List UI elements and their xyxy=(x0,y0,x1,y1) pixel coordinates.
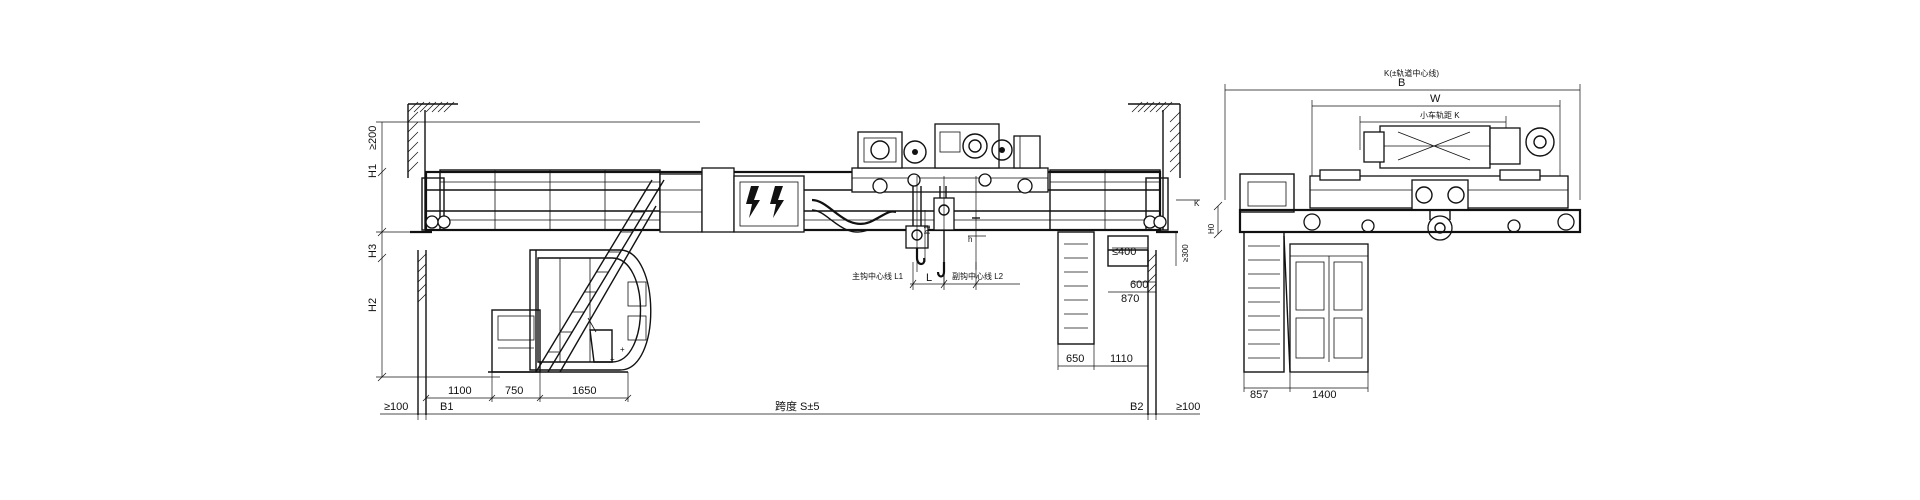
electrical-cabinets xyxy=(659,167,897,233)
B2-label: B2 xyxy=(1130,401,1143,413)
B1-label: B1 xyxy=(440,401,453,413)
min-300-label: ≥300 xyxy=(1181,244,1190,262)
hook-height-dims: h1 h xyxy=(923,210,972,262)
trolley-side-view xyxy=(851,123,1049,194)
h1-label: H1 xyxy=(367,164,379,178)
high-voltage-symbol-icon xyxy=(746,186,760,218)
W-label: W xyxy=(1430,93,1441,105)
right-clearance-dimensions: ≤400 600 870 ≥300 K xyxy=(1108,199,1200,305)
h0-label: H0 xyxy=(1207,223,1216,234)
dim-750: 750 xyxy=(505,385,523,397)
dim-1400: 1400 xyxy=(1312,389,1336,401)
dim-400: ≤400 xyxy=(1112,246,1136,258)
h3-label: H3 xyxy=(367,244,379,258)
k-small-label: K xyxy=(1194,199,1200,208)
access-platform-cage xyxy=(488,309,628,373)
main-hook-centerline-label: 主钩中心线 L1 xyxy=(852,271,904,281)
end-view-h0-dimension: H0 xyxy=(1207,201,1223,239)
hook-centerline-dimensions: 主钩中心线 L1 L 副钩中心线 L2 xyxy=(852,262,1020,290)
h2-label: H2 xyxy=(367,298,379,312)
dim-870: 870 xyxy=(1121,293,1139,305)
cab-stairway xyxy=(535,179,665,373)
h1-small-label: h1 xyxy=(923,225,932,234)
high-voltage-symbol-icon-2 xyxy=(770,186,784,218)
trolley-gauge-label: 小车轨距 K xyxy=(1420,110,1460,120)
end-view-trolley xyxy=(1238,125,1582,241)
left-min100-label: ≥100 xyxy=(384,401,408,413)
dim-1650: 1650 xyxy=(572,385,596,397)
right-building-wall xyxy=(1128,101,1181,415)
top-note-label: K(±轨道中心线) xyxy=(1384,68,1439,78)
dim-857: 857 xyxy=(1250,389,1268,401)
L-label: L xyxy=(926,272,932,284)
plus-mark-1: + xyxy=(620,345,625,354)
main-hook xyxy=(905,176,929,272)
aux-hook-centerline-label: 副钩中心线 L2 xyxy=(952,271,1004,281)
left-building-wall xyxy=(407,101,458,415)
end-view-top-dimensions: K(±轨道中心线) B W 小车轨距 K xyxy=(1224,68,1581,200)
B-label: B xyxy=(1398,77,1405,89)
dim-650: 650 xyxy=(1066,353,1084,365)
h1-min-label: ≥200 xyxy=(367,126,379,150)
dim-1100: 1100 xyxy=(448,385,472,397)
plus-mark-2: + xyxy=(610,355,615,364)
end-view-bottom-dimensions: 857 1400 xyxy=(1243,372,1369,401)
dim-600: 600 xyxy=(1130,279,1148,291)
left-vertical-dimensions: H1 ≥200 H3 H2 xyxy=(367,121,700,382)
right-access-ladder xyxy=(1057,231,1149,345)
dim-1110: 1110 xyxy=(1110,353,1133,365)
h-small-label: h xyxy=(968,235,972,244)
span-label: 跨度 S±5 xyxy=(775,399,820,413)
bottom-dimension-chain: 1100 750 1650 650 1110 ≥100 B1 跨度 S±5 B2… xyxy=(380,344,1200,420)
right-min100-label: ≥100 xyxy=(1176,401,1200,413)
end-view-ladder-and-cab xyxy=(1239,173,1369,373)
